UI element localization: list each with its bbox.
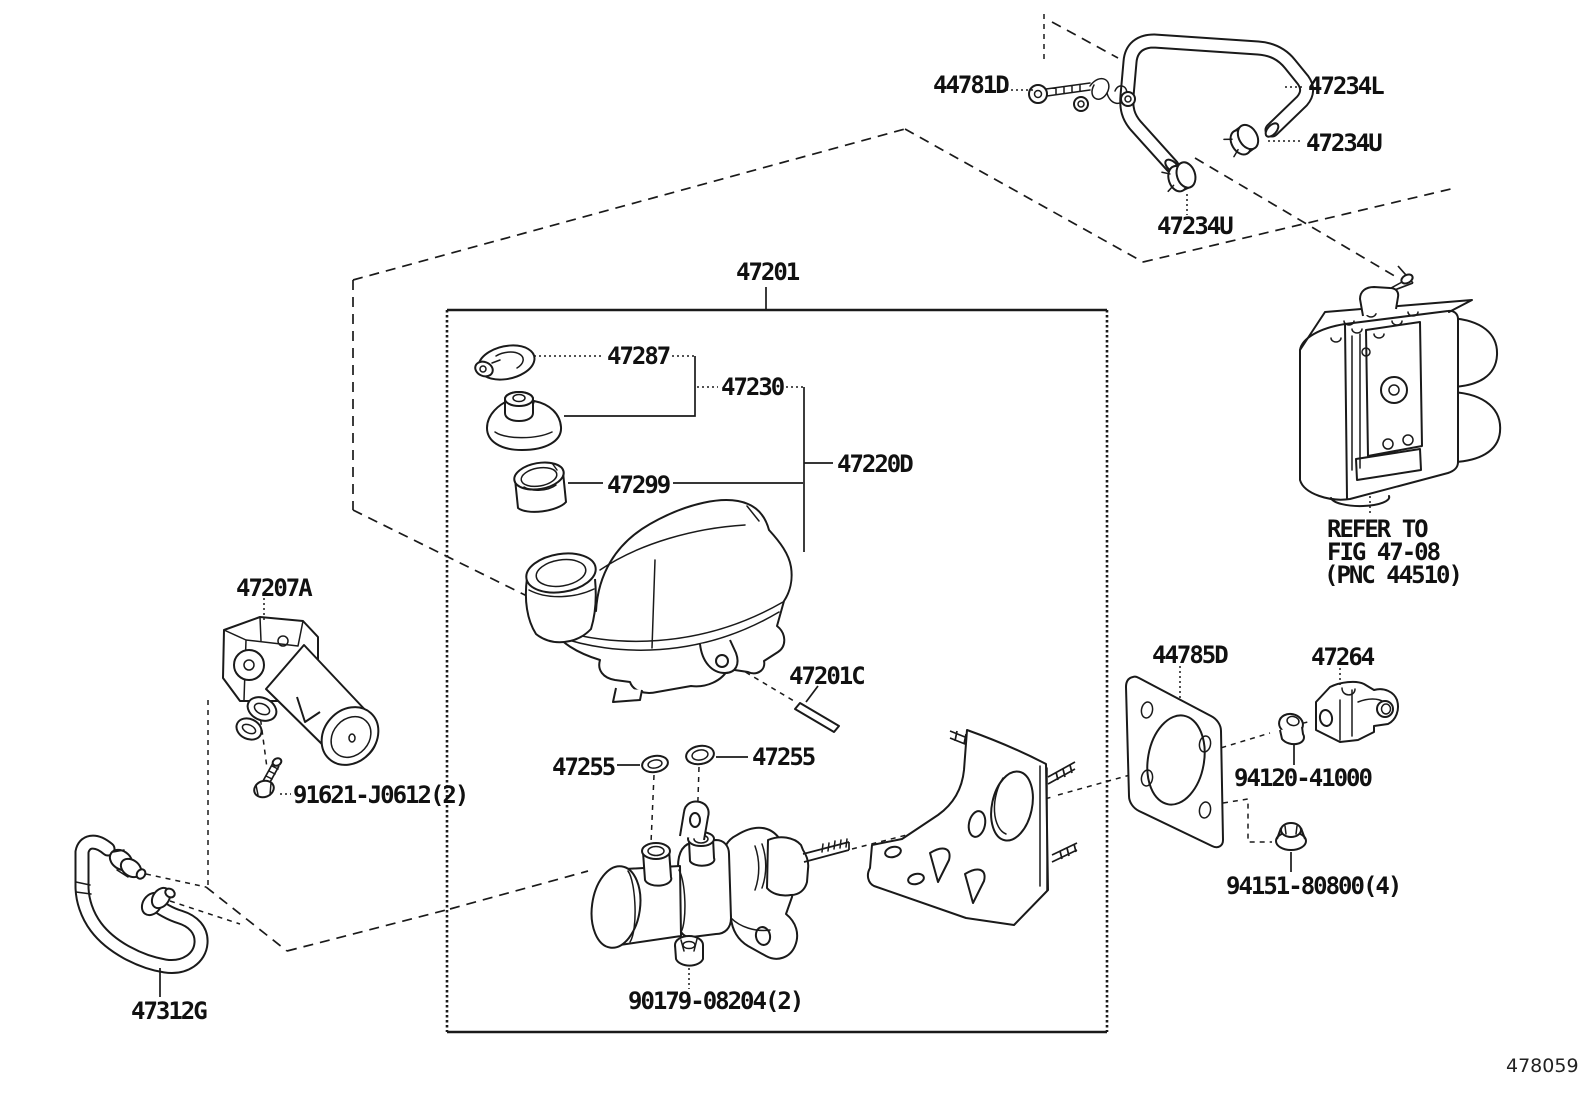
- gasket-44785d-art: [1125, 675, 1224, 849]
- nut-94120-art: [1278, 712, 1305, 746]
- cap-47230-art: [486, 391, 563, 451]
- reservoir-art: [524, 499, 793, 703]
- grommet-47255-left-art: [641, 754, 669, 774]
- pin-47201c-art: [794, 702, 840, 733]
- pump-47207a-art: [222, 616, 380, 766]
- snap-ring-47287-art: [474, 344, 536, 381]
- leader-lines: [159, 86, 1371, 997]
- hose-fitting-lower: [140, 886, 176, 917]
- nut-94151-art: [1275, 822, 1307, 851]
- master-cylinder-art: [590, 800, 850, 967]
- grommet-47255-right-art: [685, 744, 715, 766]
- assembly-box-47201: [445, 287, 1109, 1034]
- abs-actuator-art: [1299, 273, 1502, 508]
- clamp-47234u-lower-art: [1161, 161, 1197, 193]
- clamp-47234u-upper-art: [1223, 123, 1260, 158]
- strainer-47299-art: [513, 461, 567, 513]
- bolt-91621-art: [253, 757, 283, 799]
- mounting-bracket-art: [866, 729, 1078, 926]
- clamp-47264-art: [1315, 680, 1399, 743]
- retainer-44781d-art: [1028, 77, 1136, 112]
- hose-47234l-art: [1119, 33, 1315, 174]
- hose-fitting-upper: [108, 848, 147, 880]
- hose-47312g-art: [74, 834, 209, 974]
- nut-90179-art: [674, 935, 704, 967]
